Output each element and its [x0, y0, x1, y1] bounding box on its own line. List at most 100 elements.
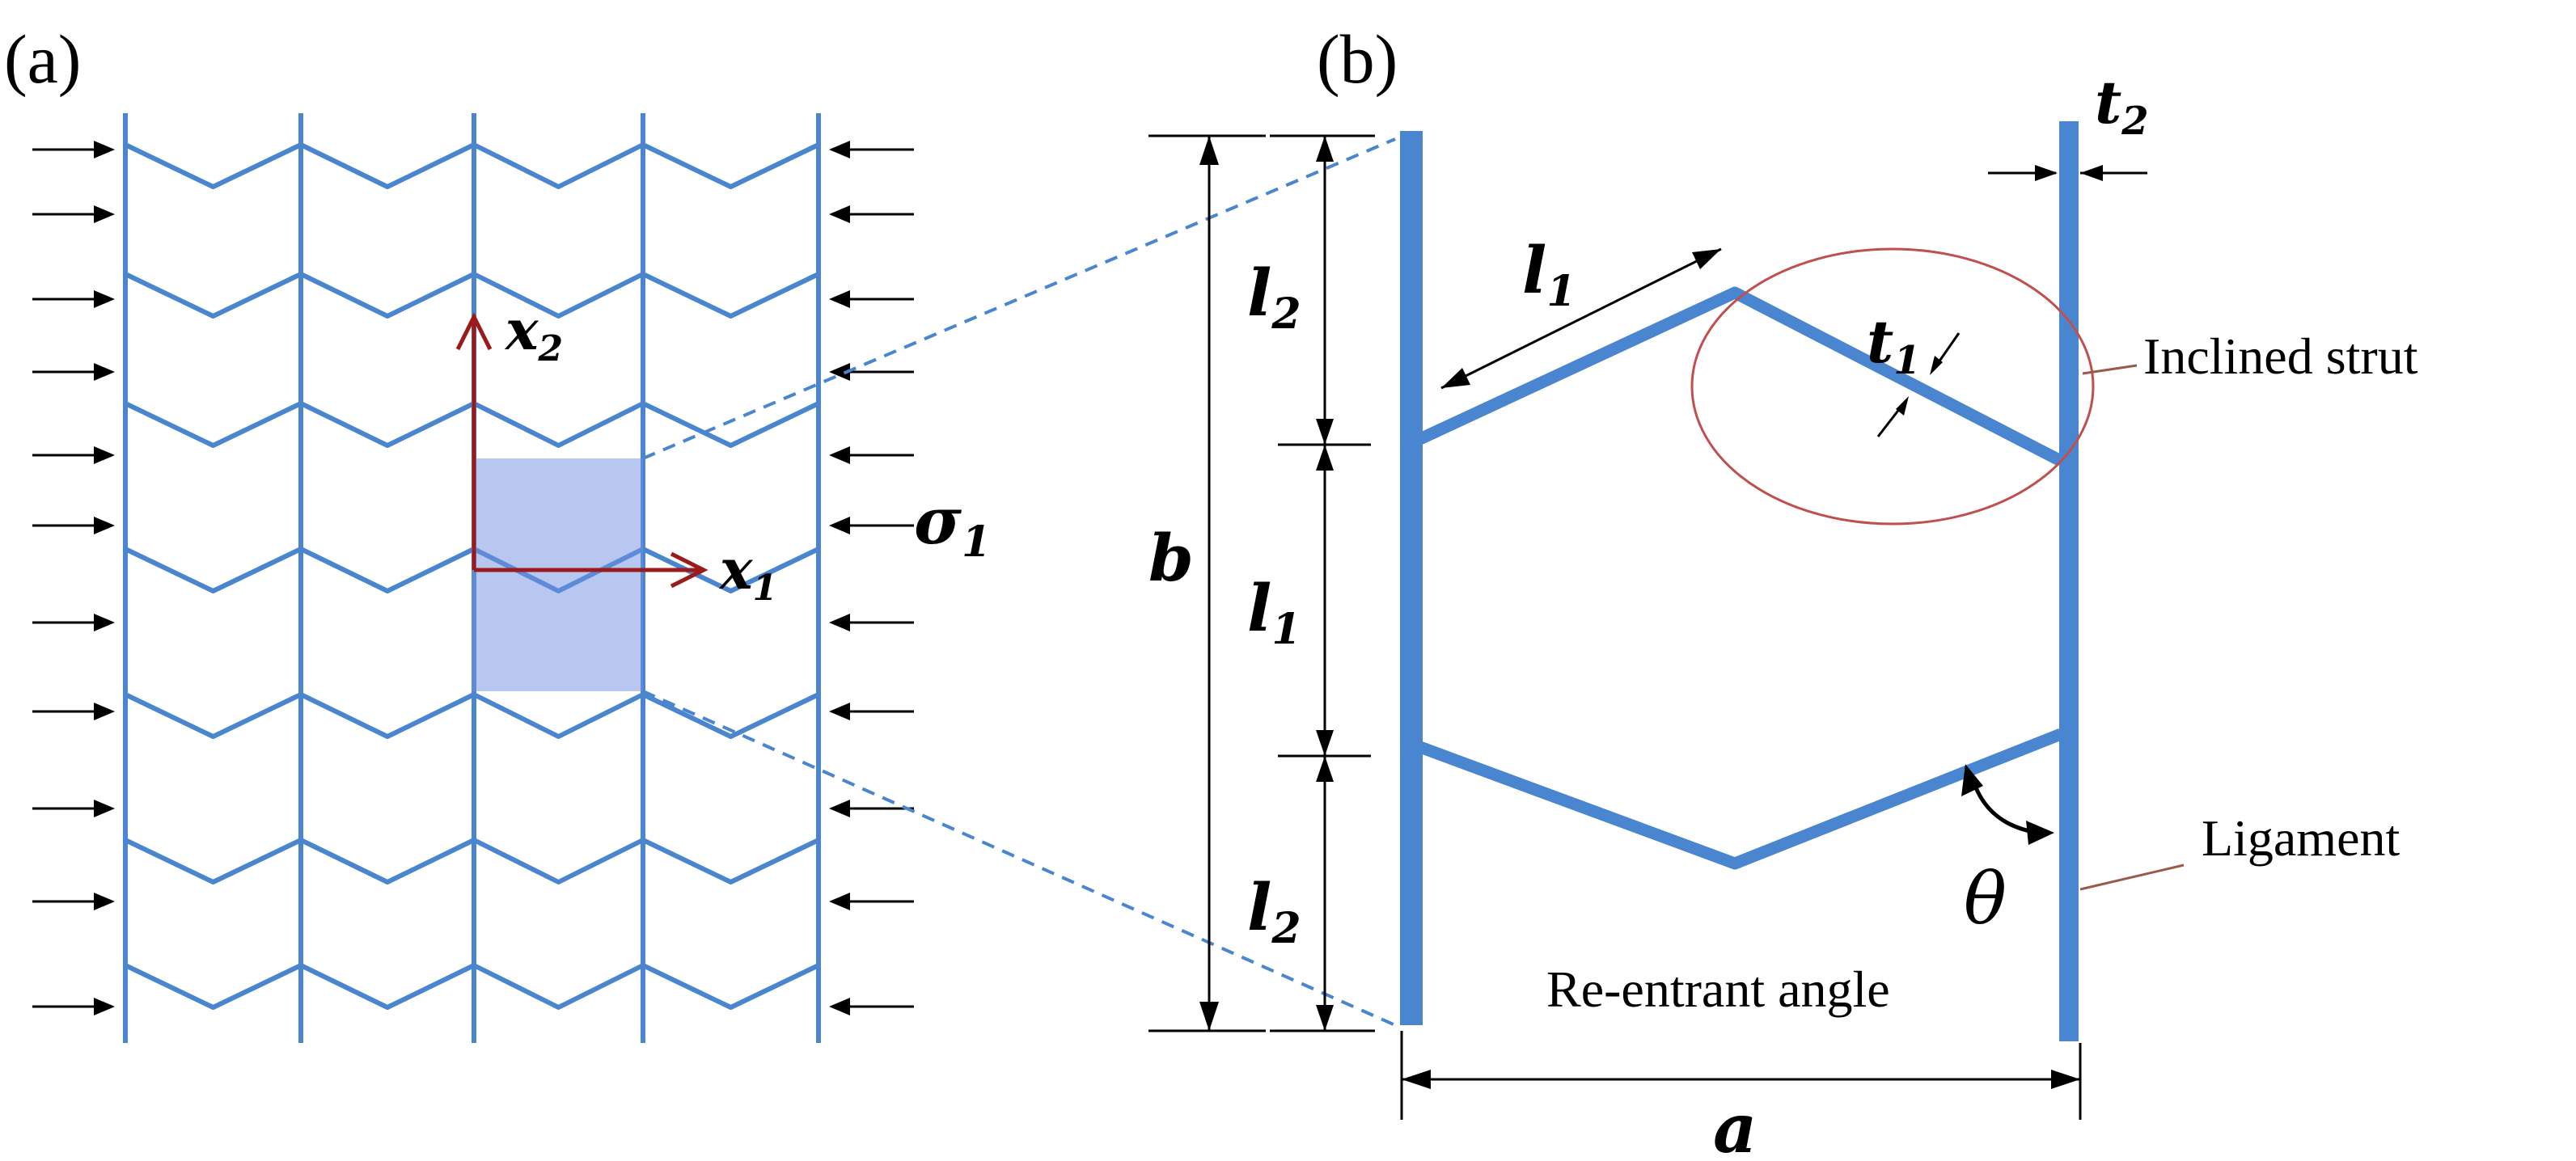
t2-label: t2: [2095, 68, 2149, 144]
lattice-strut-row5-cell4: [641, 692, 820, 739]
lattice-strut-row1-cell1: [124, 142, 302, 189]
lattice-strut-row4-cell2: [299, 547, 476, 593]
panel-b: (b) b: [1148, 20, 2418, 1161]
zoom-line-top: [642, 137, 1396, 460]
l1-strut-arrow-left: [1441, 368, 1470, 388]
coordinate-axes: x2 x1: [455, 298, 777, 609]
load-arrow-left-8: [32, 703, 115, 720]
lattice-strut-row6-cell2: [299, 838, 476, 884]
t2-arrowhead-right: [2080, 165, 2103, 181]
x1-axis-arrowhead: [670, 551, 709, 589]
l1-strut-dimension-line: [1440, 247, 1722, 390]
lattice-strut-row3-cell4: [641, 401, 820, 448]
unit-cell-detail: [1400, 121, 2079, 1041]
load-arrow-right-2: [829, 205, 914, 223]
l2-top-label: l2: [1247, 255, 1301, 339]
lattice-strut-row2-cell3: [472, 272, 645, 319]
load-arrow-right-3: [829, 290, 914, 308]
load-arrow-right-7: [829, 614, 914, 631]
theta-label: θ: [1964, 857, 2007, 940]
load-arrow-right-10: [829, 893, 914, 910]
lattice-strut-row2-cell1: [124, 272, 302, 319]
lattice-strut-row7-cell1: [124, 963, 302, 1010]
dimension-b-arrow-top: [1199, 136, 1219, 165]
load-arrow-right-9: [829, 800, 914, 817]
panel-a: (a) x2 x1 σ1: [4, 20, 991, 1043]
load-arrow-left-10: [32, 893, 115, 910]
x2-axis-arrowhead: [455, 312, 493, 351]
inclined-strut-label: Inclined strut: [2143, 327, 2418, 385]
load-arrow-right-11: [829, 998, 914, 1015]
angle-arc-arrowhead-top: [1961, 764, 1983, 796]
upper-inclined-struts: [1408, 286, 2064, 467]
lattice-strut-row4-cell4: [641, 547, 820, 593]
angle-arc-arrowhead-right: [2026, 821, 2054, 845]
lattice-strut-row6-cell3: [472, 838, 645, 884]
dimension-a: a: [1400, 1031, 2082, 1161]
unit-cell-highlight: [472, 458, 643, 691]
lattice-strut-row5-cell1: [124, 692, 302, 739]
dimension-l-chain: l2 l1 l2: [1247, 134, 1375, 1032]
l1-strut-label: l1: [1522, 232, 1576, 316]
l2-top-arrow-down: [1316, 419, 1334, 445]
l2-top-arrow-up: [1316, 136, 1334, 162]
l1-arrow-up: [1316, 445, 1334, 471]
ligament-label: Ligament: [2202, 809, 2400, 867]
lattice-strut-row7-cell3: [472, 963, 645, 1010]
zoom-line-bottom: [642, 690, 1396, 1027]
load-arrow-left-9: [32, 800, 115, 817]
l2-bottom-arrow-up: [1316, 756, 1334, 782]
lattice-strut-row7-cell2: [299, 963, 476, 1010]
lattice-strut-row2-cell4: [641, 272, 820, 319]
lattice-strut-row3-cell3: [472, 401, 645, 448]
l2-bottom-arrow-down: [1316, 1005, 1334, 1031]
dimension-t2: t2: [1988, 68, 2149, 181]
lower-inclined-struts: [1409, 728, 2063, 870]
lattice-strut-row3-cell1: [124, 401, 302, 448]
inclined-strut-highlight-ellipse: [1690, 247, 2095, 526]
load-arrow-right-4: [829, 363, 914, 381]
honeycomb-lattice: [123, 113, 821, 1043]
lattice-strut-row1-cell2: [299, 142, 476, 189]
dimension-b: b: [1148, 134, 1266, 1032]
dimension-a-arrow-left: [1402, 1070, 1431, 1089]
dimension-l1-strut: l1: [1440, 232, 1722, 390]
sigma1-stress-label: σ1: [914, 483, 991, 567]
reentrant-angle-marker: θ: [1961, 764, 2054, 940]
l2-bottom-label: l2: [1247, 869, 1301, 953]
dimension-b-label: b: [1148, 520, 1194, 596]
load-arrow-left-7: [32, 614, 115, 631]
lattice-strut-row1-cell3: [472, 142, 645, 189]
panel-b-label: (b): [1317, 20, 1398, 98]
dimension-b-arrow-bottom: [1199, 1002, 1219, 1031]
load-arrow-right-8: [829, 703, 914, 720]
t1-arrowhead-upper: [1930, 356, 1943, 375]
lattice-strut-row6-cell1: [124, 838, 302, 884]
compressive-load-arrows: [32, 141, 914, 1015]
lattice-strut-row4-cell1: [124, 547, 302, 593]
load-arrow-left-5: [32, 446, 115, 464]
x1-axis-label: x1: [718, 538, 777, 609]
dimension-t1: t1: [1867, 307, 1961, 437]
load-arrow-left-2: [32, 205, 115, 223]
lattice-strut-row1-cell4: [641, 142, 820, 189]
load-arrow-left-11: [32, 998, 115, 1015]
load-arrow-left-1: [32, 141, 115, 158]
load-arrow-right-1: [829, 141, 914, 158]
x2-axis-label: x2: [504, 298, 563, 369]
lattice-strut-row3-cell2: [299, 401, 476, 448]
load-arrow-left-4: [32, 363, 115, 381]
ligament-leader: [2079, 863, 2185, 891]
l1-mid-label: l1: [1247, 570, 1301, 654]
load-arrow-right-5: [829, 446, 914, 464]
load-arrow-left-6: [32, 517, 115, 534]
l1-strut-arrow-right: [1692, 249, 1721, 269]
lattice-strut-row5-cell3: [472, 692, 645, 739]
l1-arrow-down: [1316, 730, 1334, 756]
dimension-a-label: a: [1713, 1088, 1757, 1161]
dimension-a-arrow-right: [2051, 1070, 2080, 1089]
t1-label: t1: [1867, 307, 1921, 383]
inclined-strut-leader: [2082, 364, 2138, 375]
lattice-strut-row5-cell2: [299, 692, 476, 739]
